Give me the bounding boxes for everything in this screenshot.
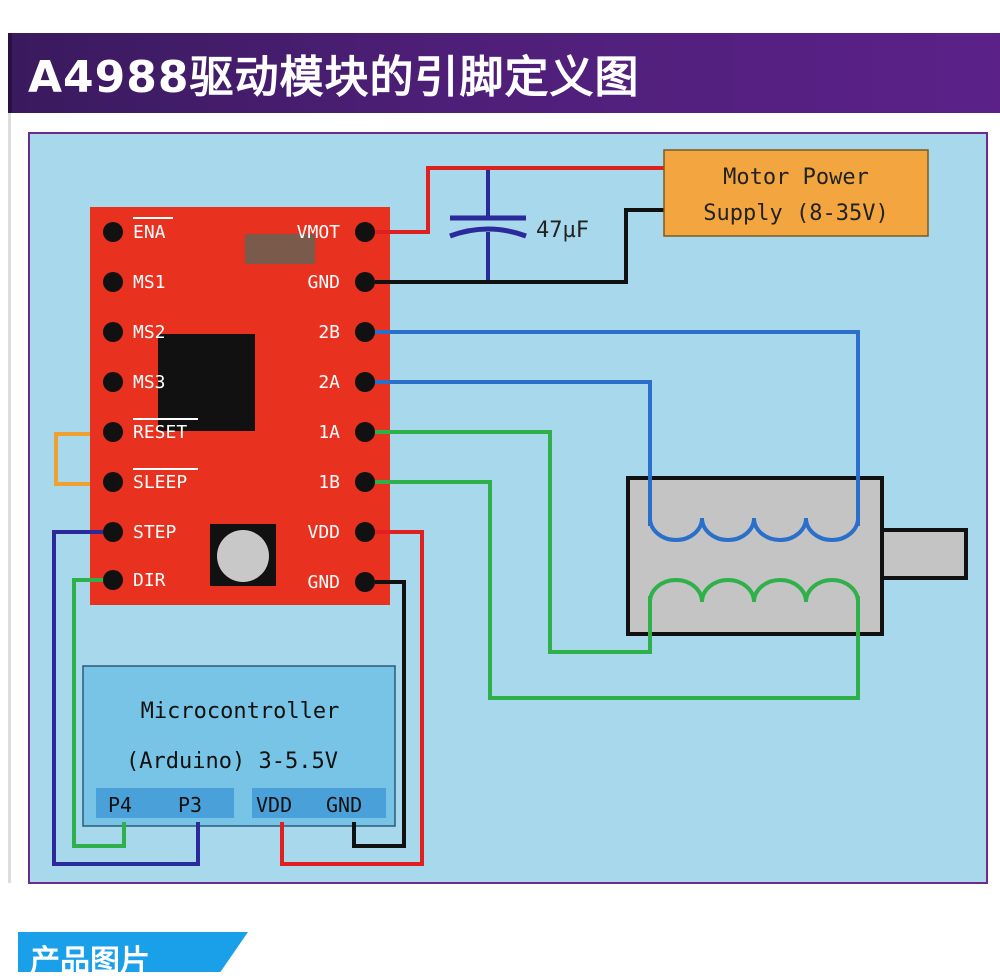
wiring-diagram: ENA MS1 MS2 MS3 RESET SLEEP STEP DIR VMO…: [52, 149, 968, 866]
wire-2b: [375, 330, 860, 526]
pin-label-gnd-bottom: GND: [307, 572, 340, 593]
mcu-port-vdd: VDD: [256, 793, 292, 817]
wire-vdd: [280, 530, 424, 866]
pin-label-step: STEP: [133, 522, 177, 543]
left-pin-dots: [103, 222, 123, 590]
wire-gnd-mcu: [352, 580, 406, 848]
wire-1b: [375, 480, 860, 700]
wire-dir: [72, 578, 126, 848]
mcu-port-gnd: GND: [326, 793, 362, 817]
mcu-port-strip-right: [252, 788, 386, 818]
pin-label-ms3: MS3: [133, 372, 166, 393]
wire-1a: [375, 430, 652, 654]
potentiometer-knob: [217, 530, 269, 582]
pin-label-2b: 2B: [318, 322, 340, 343]
wire-vmot: [375, 166, 664, 234]
wire-gnd-power: [375, 208, 664, 284]
pin-label-reset: RESET: [133, 422, 187, 443]
title-bar: A4988驱动模块的引脚定义图: [8, 33, 1000, 113]
pin-label-ms2: MS2: [133, 322, 166, 343]
wire-reset-sleep: [54, 432, 113, 486]
capacitor-label: 47µF: [536, 218, 589, 243]
coil-2: [648, 517, 860, 542]
right-pin-dots: [355, 222, 375, 592]
driver-chip: [158, 334, 255, 431]
mcu-port-strip-left: [96, 788, 234, 818]
pin-label-vdd: VDD: [307, 522, 340, 543]
pin-label-ms1: MS1: [133, 272, 166, 293]
wire-2a: [375, 380, 652, 526]
pin-label-1a: 1A: [318, 422, 340, 443]
motor-body: [626, 476, 884, 636]
mcu-line2: (Arduino) 3-5.5V: [126, 749, 338, 774]
pin-label-ena: ENA: [133, 222, 166, 243]
mcu-port-p3: P3: [178, 793, 202, 817]
power-supply-line1: Motor Power: [723, 165, 869, 190]
pin-label-gnd-top: GND: [307, 272, 340, 293]
mcu-line1: Microcontroller: [141, 699, 340, 724]
pin-label-vmot: VMOT: [297, 222, 341, 243]
pin-label-dir: DIR: [133, 570, 166, 591]
section-tag-label: 产品图片: [30, 944, 150, 979]
pin-label-sleep: SLEEP: [133, 472, 187, 493]
page-title: A4988驱动模块的引脚定义图: [28, 52, 640, 103]
pin-label-1b: 1B: [318, 472, 340, 493]
mcu-port-p4: P4: [108, 793, 132, 817]
motor-shaft: [880, 528, 968, 580]
sense-resistor: [245, 234, 315, 264]
coil-1: [648, 578, 860, 603]
left-divider: [8, 113, 11, 883]
pin-label-2a: 2A: [318, 372, 340, 393]
power-supply-box: [663, 149, 929, 237]
power-supply-line2: Supply (8-35V): [703, 201, 888, 226]
wire-step: [52, 530, 200, 866]
capacitor-plate-bottom: [449, 226, 527, 239]
